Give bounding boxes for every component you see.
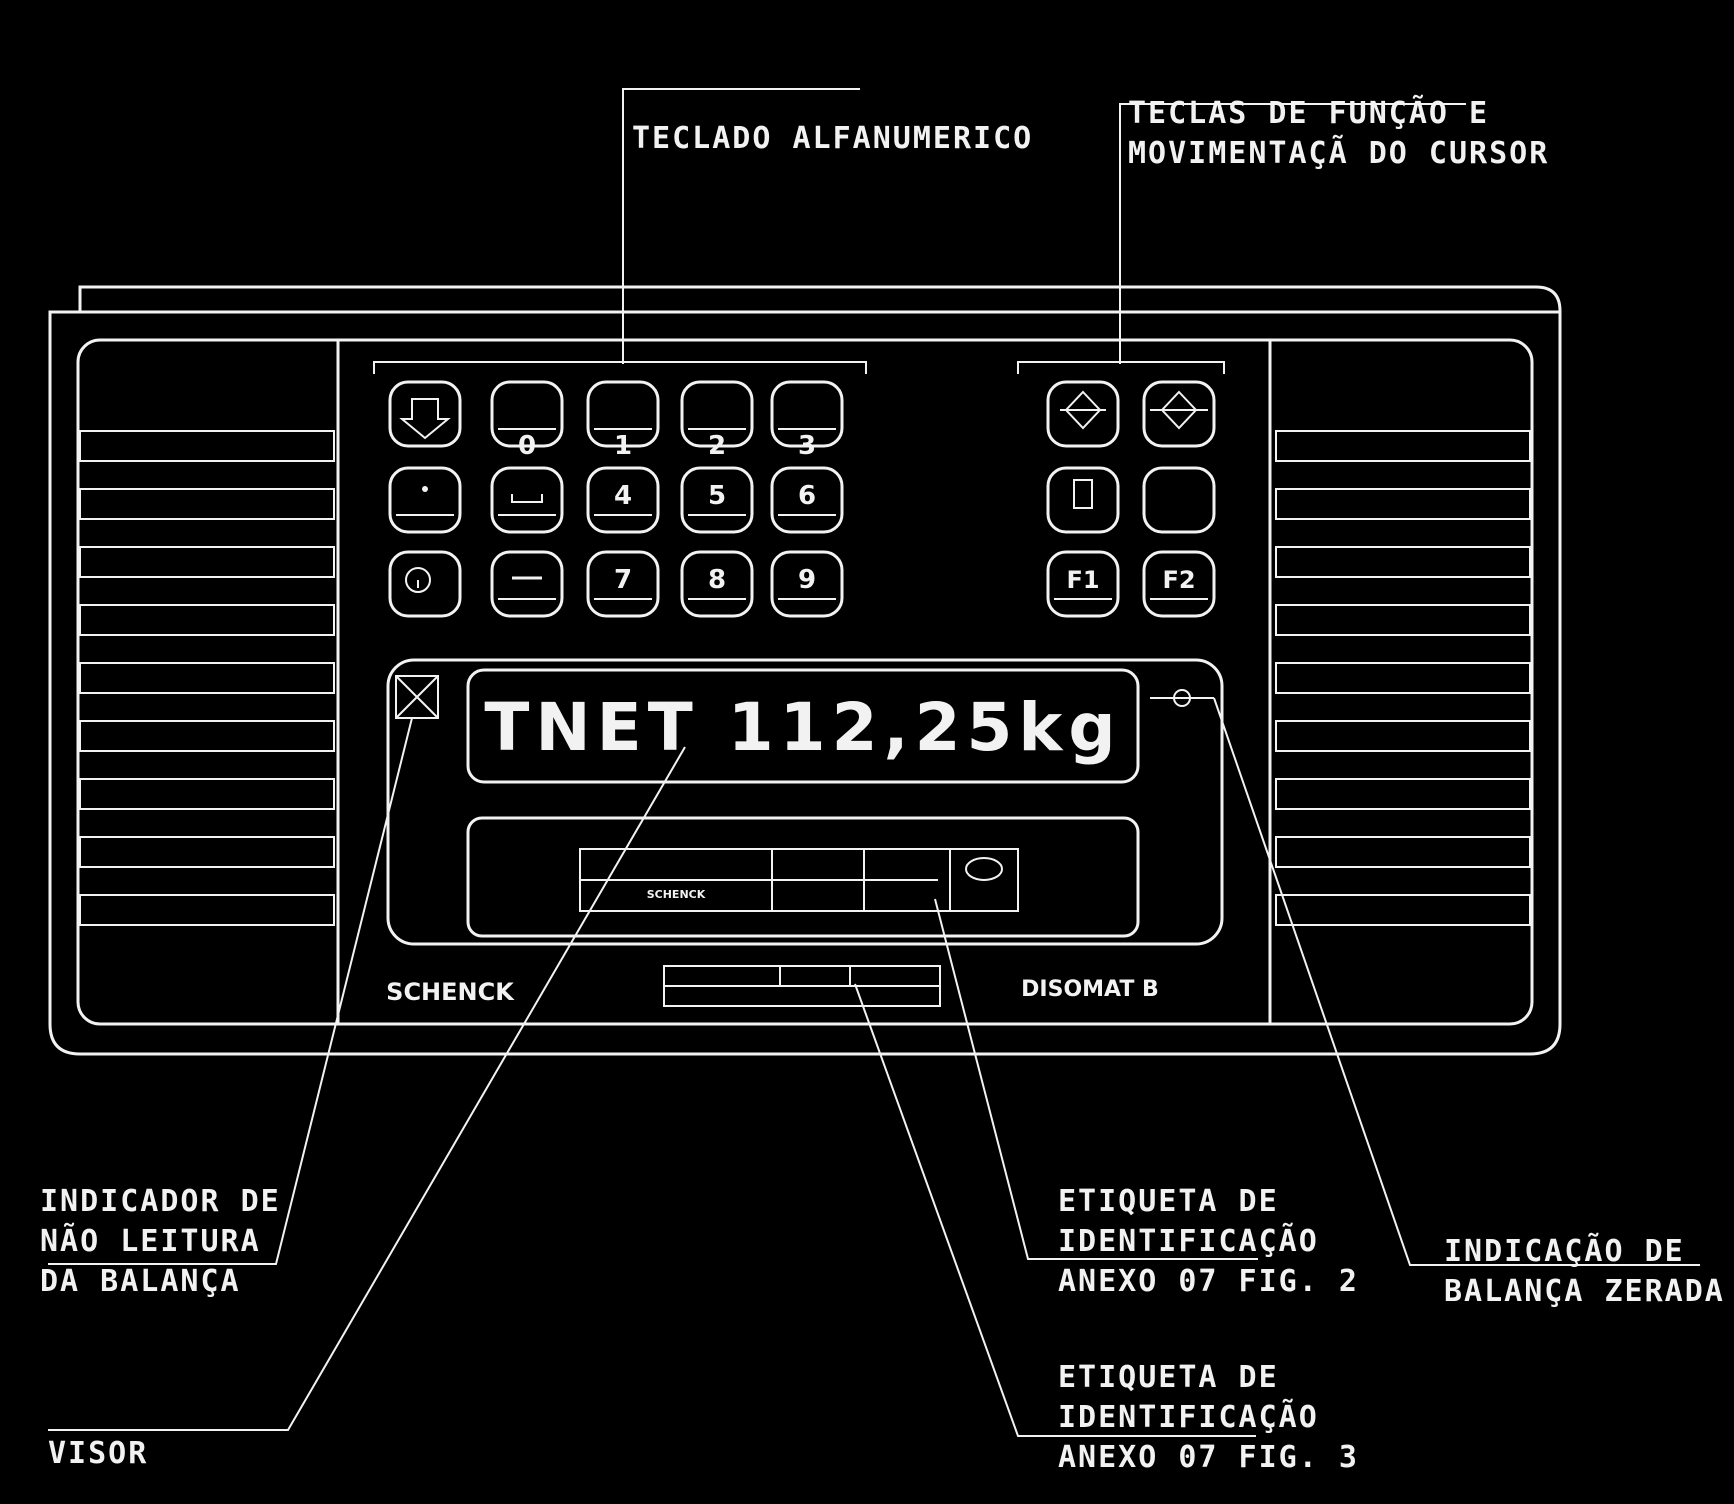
identification-label-fig2: SCHENCK: [579, 848, 1019, 912]
key-6[interactable]: 6: [770, 466, 844, 534]
key-6-label: 6: [798, 481, 816, 511]
left-grille: [79, 430, 335, 926]
callout-display: VISOR: [48, 1434, 148, 1474]
key-7-label: 7: [614, 565, 632, 595]
key-1[interactable]: 1: [586, 380, 660, 461]
callout-no-read-line-3: DA BALANÇA: [40, 1264, 241, 1299]
key-cursor-right[interactable]: [1142, 380, 1216, 448]
no-read-indicator-icon: [395, 675, 439, 719]
key-f1-label: F1: [1066, 566, 1099, 594]
callout-no-read-line-1: INDICADOR DE: [40, 1184, 281, 1219]
key-clock[interactable]: [388, 550, 462, 618]
key-minus[interactable]: [490, 550, 564, 618]
callout-zero: INDICAÇÃO DE BALANÇA ZERADA: [1444, 1232, 1725, 1312]
callout-zero-line-2: BALANÇA ZERADA: [1444, 1274, 1725, 1309]
callout-label-fig3-line-2: IDENTIFICAÇÃO: [1058, 1400, 1319, 1435]
key-space[interactable]: [490, 466, 564, 534]
label-slot: [466, 816, 1140, 938]
key-5-label: 5: [708, 481, 726, 511]
callout-label-fig2-line-1: ETIQUETA DE: [1058, 1184, 1279, 1219]
leader-lines: [48, 88, 1700, 1437]
key-function-a[interactable]: [1046, 466, 1120, 534]
display-panel: TNET 112,25kg SCHENCK: [386, 658, 1224, 946]
key-f2[interactable]: F2: [1142, 550, 1216, 618]
key-7[interactable]: 7: [586, 550, 660, 618]
callout-label-fig3-line-3: ANEXO 07 FIG. 3: [1058, 1440, 1359, 1475]
callout-label-fig2: ETIQUETA DE IDENTIFICAÇÃO ANEXO 07 FIG. …: [1058, 1182, 1359, 1302]
function-keypad: F1 F2: [1046, 380, 1216, 618]
key-f2-label: F2: [1162, 566, 1195, 594]
callout-label-fig2-line-3: ANEXO 07 FIG. 2: [1058, 1264, 1359, 1299]
key-f1[interactable]: F1: [1046, 550, 1120, 618]
callout-keypad-line: TECLADO ALFANUMERICO: [632, 121, 1034, 156]
key-cursor-up[interactable]: [1046, 380, 1120, 448]
key-9-label: 9: [798, 565, 816, 595]
identification-label-fig3: [663, 965, 941, 1007]
terminal-housing: [48, 285, 1562, 1056]
callout-no-read: INDICADOR DE NÃO LEITURA DA BALANÇA: [40, 1182, 281, 1302]
callout-function-keys: TECLAS DE FUNÇÃO E MOVIMENTAÇÃ DO CURSOR: [1128, 94, 1549, 174]
callout-label-fig3: ETIQUETA DE IDENTIFICAÇÃO ANEXO 07 FIG. …: [1058, 1358, 1359, 1478]
key-3[interactable]: 3: [770, 380, 844, 461]
key-1-label: 1: [614, 431, 632, 461]
key-8-label: 8: [708, 565, 726, 595]
display-reading: TNET 112,25kg: [484, 689, 1121, 766]
callout-no-read-line-2: NÃO LEITURA: [40, 1224, 261, 1259]
key-0[interactable]: 0: [490, 380, 564, 461]
key-4[interactable]: 4: [586, 466, 660, 534]
callout-label-fig2-line-2: IDENTIFICAÇÃO: [1058, 1224, 1319, 1259]
brand-right: DISOMAT B: [1021, 977, 1159, 1002]
key-function-b[interactable]: [1142, 466, 1216, 534]
callout-label-fig3-line-1: ETIQUETA DE: [1058, 1360, 1279, 1395]
key-9[interactable]: 9: [770, 550, 844, 618]
key-2-label: 2: [708, 431, 726, 461]
key-0-label: 0: [518, 431, 536, 461]
callout-function-keys-line-1: TECLAS DE FUNÇÃO E: [1128, 96, 1490, 131]
callout-function-keys-line-2: MOVIMENTAÇÃ DO CURSOR: [1128, 136, 1550, 171]
callout-keypad: TECLADO ALFANUMERICO: [632, 119, 1033, 159]
key-enter[interactable]: [388, 380, 462, 448]
key-8[interactable]: 8: [680, 550, 754, 618]
display-window: [466, 668, 1140, 784]
right-grille: [1275, 430, 1531, 926]
key-comma[interactable]: [388, 466, 462, 534]
callout-display-line: VISOR: [48, 1436, 149, 1471]
keypad-bracket: [373, 361, 867, 374]
key-2[interactable]: 2: [680, 380, 754, 461]
label-brand: SCHENCK: [647, 888, 706, 901]
brand-left: SCHENCK: [386, 978, 515, 1006]
key-4-label: 4: [614, 481, 632, 511]
callout-zero-line-1: INDICAÇÃO DE: [1444, 1234, 1685, 1269]
zero-indicator-icon: [1150, 689, 1214, 707]
keypad: 0 1 2 3 4: [388, 380, 844, 618]
key-5[interactable]: 5: [680, 466, 754, 534]
key-3-label: 3: [798, 431, 816, 461]
